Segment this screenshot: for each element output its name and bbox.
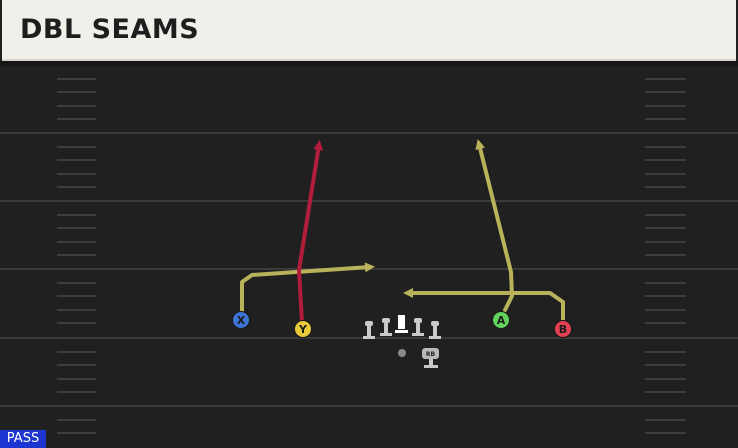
route-a-seam — [475, 139, 514, 312]
lineman-icon — [363, 321, 375, 339]
hash-marks-right — [645, 78, 686, 434]
play-title: DBL SEAMS — [20, 14, 200, 45]
lineman-icon — [429, 321, 441, 339]
player-y-label: Y — [298, 323, 308, 336]
running-back-label: RB — [426, 351, 436, 358]
lineman-icon — [412, 318, 424, 336]
player-x-label: X — [237, 314, 246, 327]
yard-lines — [0, 132, 738, 407]
player-b[interactable]: B — [554, 320, 572, 338]
offensive-line — [363, 315, 441, 339]
quarterback-icon — [398, 349, 406, 357]
running-back-icon: RB — [422, 348, 439, 368]
route-y-seam-primary — [297, 140, 324, 324]
lineman-icon — [380, 318, 392, 336]
play-header: DBL SEAMS — [2, 0, 736, 61]
routes — [240, 139, 565, 324]
route-b-in — [403, 288, 565, 322]
header-shadow — [0, 61, 738, 69]
player-x[interactable]: X — [232, 311, 250, 329]
hash-marks-left — [57, 78, 96, 434]
center-icon — [395, 315, 408, 333]
player-b-label: B — [559, 323, 567, 336]
play-type-badge: PASS — [0, 430, 46, 448]
player-y[interactable]: Y — [294, 320, 312, 338]
player-a-label: A — [497, 314, 506, 327]
route-x-drag — [240, 262, 375, 314]
player-a[interactable]: A — [492, 311, 510, 329]
